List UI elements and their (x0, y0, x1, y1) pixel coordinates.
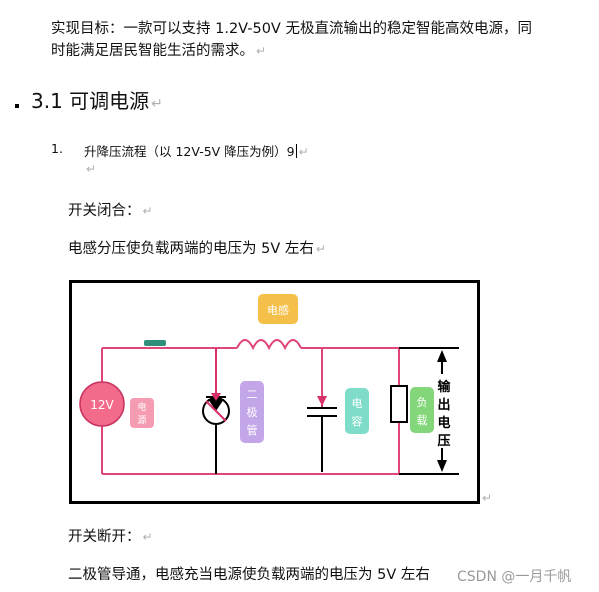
diode-triangle-icon (208, 399, 224, 411)
load-label-2: 载 (417, 414, 428, 427)
switch-closed-label: 开关闭合：↵ (68, 200, 153, 222)
paragraph-mark-icon: ↵ (482, 491, 493, 505)
switch-closed-description: 电感分压使负载两端的电压为 5V 左右↵ (68, 238, 326, 260)
output-indicator (399, 347, 459, 475)
diode-label-3: 管 (247, 423, 258, 437)
intro-line-2-text: 时能满足居民智能生活的需求。 (51, 43, 254, 59)
source-label-2: 源 (137, 415, 146, 426)
diode-slash (205, 400, 227, 422)
switch-closed-description-text: 电感分压使负载两端的电压为 5V 左右 (68, 241, 314, 257)
intro-line-2: 时能满足居民智能生活的需求。↵ (51, 40, 266, 62)
diode-current-arrow-icon (211, 393, 221, 401)
text-cursor[interactable] (295, 144, 297, 158)
section-heading-text: 3.1 可调电源 (31, 89, 150, 113)
switch-open-description: 二极管导通，电感充当电源使负载两端的电压为 5V 左右 (68, 564, 430, 586)
paragraph-mark-icon: ↵ (86, 162, 97, 176)
output-label-1: 输 (437, 379, 451, 395)
source-label-1: 电 (137, 401, 146, 413)
paragraph-mark-icon: ↵ (256, 44, 267, 58)
paragraph-mark-icon: ↵ (142, 204, 153, 218)
paragraph-mark-icon: ↵ (142, 530, 153, 544)
load-tag (410, 387, 434, 433)
paragraph-mark-icon: ↵ (151, 96, 163, 112)
diode-tag (240, 381, 264, 443)
load-label-1: 负 (417, 395, 428, 409)
output-label-2: 出 (437, 397, 450, 413)
arrow-up-icon (437, 350, 447, 362)
capacitor-label-1: 电 (352, 397, 363, 410)
circuit-wires (101, 339, 400, 475)
source-tag (130, 398, 154, 428)
circuit-diagram: 12V 电 源 二 极 管 电 容 负 载 输 出 电 压 电感 (69, 280, 480, 504)
empty-paragraph: ↵ (84, 160, 96, 178)
capacitor-icon (307, 404, 337, 472)
list-item: 升降压流程（以 12V-5V 降压为例）9↵ (84, 141, 309, 160)
arrow-down-icon (437, 460, 447, 472)
switch-closed-label-text: 开关闭合： (68, 203, 141, 219)
diode-label-2: 极 (247, 405, 258, 419)
inductor-tag (258, 294, 298, 324)
watermark: CSDN @一月千帆 (457, 569, 572, 585)
output-label-4: 压 (437, 434, 450, 449)
inductor-label: 电感 (267, 304, 289, 317)
switch-icon (144, 340, 166, 346)
intro-line-1-text: 实现目标：一款可以支持 1.2V-50V 无极直流输出的稳定智能高效电源，同 (51, 21, 532, 37)
capacitor-label-2: 容 (352, 414, 363, 428)
voltage-source-icon (79, 381, 125, 427)
diagram-paragraph-end: ↵ (480, 490, 492, 506)
source-value: 12V (90, 398, 114, 412)
list-number: 1. (51, 141, 63, 156)
switch-open-description-text: 二极管导通，电感充当电源使负载两端的电压为 5V 左右 (68, 567, 430, 583)
switch-open-label-text: 开关断开： (68, 529, 141, 545)
paragraph-mark-icon: ↵ (315, 242, 326, 256)
load-resistor-icon (390, 385, 408, 423)
section-heading: 3.1 可调电源↵ (31, 88, 163, 117)
heading-bullet-icon (15, 104, 19, 108)
capacitor-tag (345, 388, 369, 434)
intro-line-1: 实现目标：一款可以支持 1.2V-50V 无极直流输出的稳定智能高效电源，同 (51, 18, 532, 40)
switch-open-label: 开关断开：↵ (68, 526, 153, 548)
list-item-text: 升降压流程（以 12V-5V 降压为例）9 (84, 144, 295, 159)
diode-label-1: 二 (247, 388, 258, 401)
output-label-3: 电 (437, 415, 450, 431)
capacitor-current-arrow-icon (317, 396, 327, 406)
paragraph-mark-icon: ↵ (298, 145, 309, 159)
